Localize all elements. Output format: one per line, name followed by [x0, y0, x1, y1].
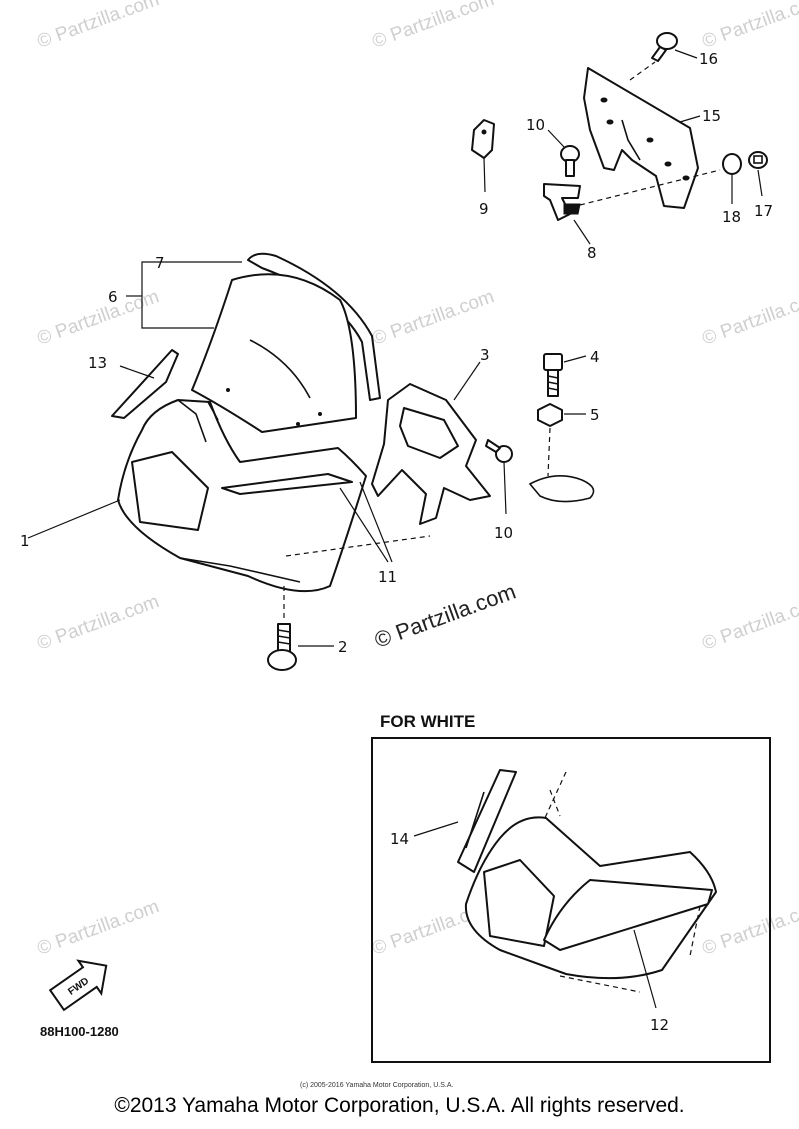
watermark: © Partzilla.com: [700, 591, 799, 655]
callout-5: 5: [590, 406, 600, 424]
small-copyright: (c) 2005-2016 Yamaha Motor Corporation, …: [300, 1082, 453, 1089]
callout-2: 2: [338, 638, 348, 656]
part-2-bolt[interactable]: [267, 623, 297, 671]
part-15-bracket[interactable]: [583, 67, 699, 209]
callout-10-top: 10: [526, 116, 545, 134]
watermark: © Partzilla.com: [35, 896, 162, 960]
fwd-arrow-icon: FWD: [48, 959, 108, 1012]
part-10-screw-top[interactable]: [560, 145, 580, 177]
watermark: © Partzilla.com: [700, 0, 799, 53]
part-8-bracket[interactable]: [543, 183, 581, 221]
callout-4: 4: [590, 348, 600, 366]
callout-16: 16: [699, 50, 718, 68]
callout-1: 1: [20, 532, 30, 550]
part-16-bolt[interactable]: [651, 32, 678, 62]
callout-13: 13: [88, 354, 107, 372]
callout-8: 8: [587, 244, 597, 262]
callout-17: 17: [754, 202, 773, 220]
for-white-panel: [371, 737, 771, 1063]
callout-15: 15: [702, 107, 721, 125]
watermark: © Partzilla.com: [35, 286, 162, 350]
watermark-main: © Partzilla.com: [371, 579, 519, 653]
part-9-bracket[interactable]: [471, 119, 495, 159]
panel-title: FOR WHITE: [380, 712, 475, 731]
part-4-bolt[interactable]: [543, 353, 563, 397]
footer-copyright: ©2013 Yamaha Motor Corporation, U.S.A. A…: [114, 1094, 685, 1117]
part-3-stay[interactable]: [371, 383, 491, 525]
part-1-cowling[interactable]: [117, 399, 367, 593]
watermark: © Partzilla.com: [35, 0, 162, 53]
part-5-nut[interactable]: [537, 403, 563, 427]
reference-code: 88H100-1280: [40, 1024, 119, 1039]
callout-12: 12: [650, 1016, 669, 1034]
callout-11: 11: [378, 568, 397, 586]
watermark: © Partzilla.com: [370, 0, 497, 53]
callout-18: 18: [722, 208, 741, 226]
callout-3: 3: [480, 346, 490, 364]
callout-14: 14: [390, 830, 409, 848]
part-14-decal[interactable]: [457, 769, 517, 873]
watermark: © Partzilla.com: [700, 286, 799, 350]
part-13-decal[interactable]: [111, 349, 179, 419]
callout-10-lower: 10: [494, 524, 513, 542]
watermark: © Partzilla.com: [35, 591, 162, 655]
watermark: © Partzilla.com: [700, 896, 799, 960]
callout-9: 9: [479, 200, 489, 218]
part-17-grommet[interactable]: [748, 151, 768, 169]
callout-6: 6: [108, 288, 118, 306]
part-12-cowling-white[interactable]: [464, 771, 717, 993]
part-6-windscreen[interactable]: [191, 273, 357, 433]
part-18-washer[interactable]: [722, 153, 742, 175]
callout-7: 7: [155, 254, 165, 272]
part-10-screw-lower[interactable]: [485, 439, 513, 463]
watermark: © Partzilla.com: [370, 286, 497, 350]
